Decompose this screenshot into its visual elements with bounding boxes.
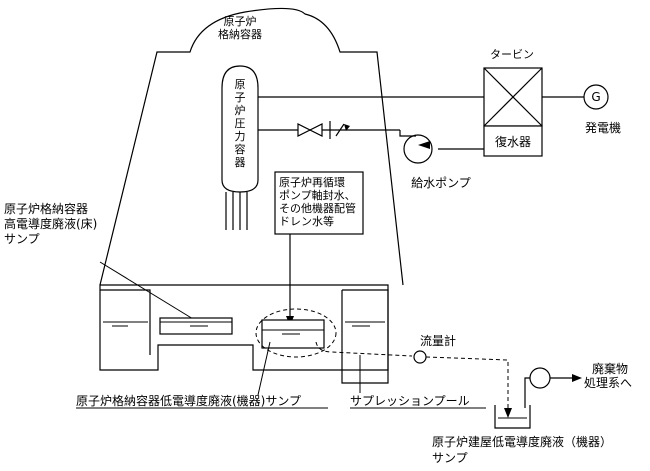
turbine-label: タービン [490, 48, 534, 61]
suppression-pool [341, 289, 389, 371]
drain-note-line3: その他機器配管 [279, 201, 356, 215]
building-sump-line1: 原子炉建屋低電導度廃液（機器） [432, 434, 612, 449]
equipment-sump-dashed-ring [255, 308, 337, 358]
floor-sump-leader [99, 261, 199, 323]
waste-pump [529, 367, 551, 389]
turbine [483, 67, 543, 127]
left-pool [100, 289, 151, 355]
drain-note-box [274, 171, 364, 235]
drain-note-line1: 原子炉再循環 [279, 176, 345, 189]
suppression-pool-label: サプレッションプール [350, 394, 470, 408]
floor-sump-line2: 高電導度廃液(床) [4, 216, 97, 231]
condenser [483, 125, 543, 157]
condenser-label: 復水器 [495, 134, 531, 149]
pressure-vessel-label-4: 力 [235, 130, 246, 143]
containment-label-line1: 原子炉 [224, 15, 257, 28]
containment-vessel-outline [99, 7, 404, 286]
check-valve-icon [329, 121, 350, 139]
waste-system-line2: 処理系へ [584, 376, 632, 390]
generator-label: 発電機 [585, 120, 621, 135]
building-sump [494, 405, 531, 429]
pressure-vessel-label-6: 器 [235, 156, 246, 169]
drain-pipe-dashed [315, 341, 413, 357]
flow-meter [413, 350, 427, 364]
pressure-vessel-label-1: 子 [235, 91, 246, 104]
containment-base [99, 284, 389, 384]
flow-meter-label: 流量計 [420, 333, 456, 348]
pressure-vessel [221, 65, 259, 193]
drain-note-line4: ドレン水等 [279, 214, 334, 228]
gate-valve-icon [297, 123, 323, 137]
pressure-vessel-label-0: 原 [235, 78, 246, 91]
pressure-vessel-label-3: 圧 [235, 117, 246, 130]
building-sump-line2: サンプ [432, 451, 468, 465]
generator [583, 84, 609, 110]
containment-label-line2: 格納容器 [218, 27, 262, 41]
pressure-vessel-label-5: 容 [235, 142, 246, 156]
drain-to-building-sump-arrow [504, 408, 512, 418]
waste-system-line1: 廃棄物 [592, 361, 628, 376]
feed-pump-label: 給水ポンプ [411, 176, 471, 190]
equipment-sump-label: 原子炉格納容器低電導度廃液(機器)サンプ [76, 393, 301, 408]
equipment-sump-leader [257, 341, 271, 396]
waste-line-arrow [572, 374, 582, 382]
pressure-vessel-label-2: 炉 [235, 104, 246, 117]
generator-symbol: G [591, 90, 600, 104]
feed-pump [399, 130, 433, 164]
floor-sump-line3: サンプ [4, 232, 40, 246]
control-rod-drives [225, 192, 248, 230]
floor-sump-line1: 原子炉格納容器 [4, 201, 88, 216]
drain-note-line2: ポンプ軸封水、 [279, 188, 356, 202]
waste-pump-pipe [524, 377, 531, 408]
